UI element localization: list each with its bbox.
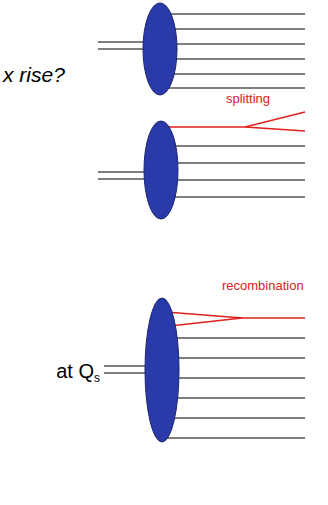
parton-lines bbox=[158, 14, 305, 438]
proton-ellipse bbox=[143, 3, 179, 442]
incoming-lines bbox=[98, 42, 150, 373]
scale-label: at Q bbox=[56, 361, 94, 381]
process-label: splitting bbox=[226, 92, 270, 105]
scale-subscript: s bbox=[94, 372, 100, 384]
question-note: x rise? bbox=[3, 64, 65, 85]
process-label: recombination bbox=[222, 279, 304, 292]
gluon-lines bbox=[166, 112, 305, 326]
